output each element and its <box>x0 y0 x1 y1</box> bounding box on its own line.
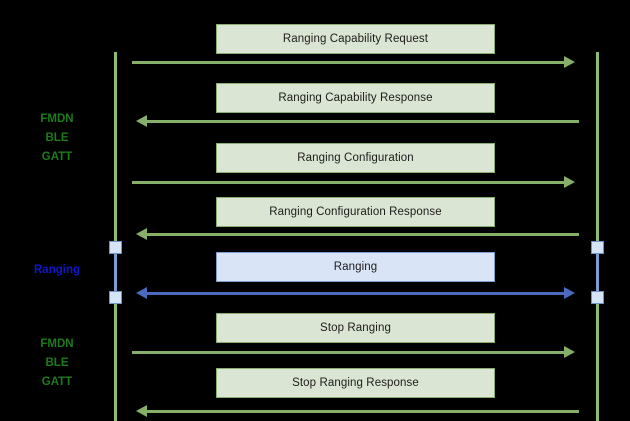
message-arrow-head-ranging-capability-response <box>136 115 147 127</box>
activation-node-left-end <box>109 291 122 304</box>
phase-label-fmdn-ble-gatt-bottom: FMDN BLE GATT <box>40 338 74 388</box>
message-box-ranging: Ranging <box>216 252 495 282</box>
activation-node-right-end <box>591 291 604 304</box>
message-arrow-head-ranging-configuration <box>564 176 575 188</box>
message-arrow-head-stop-ranging-response <box>136 405 147 417</box>
message-arrow-head-ranging-capability-request <box>564 56 575 68</box>
activation-bar-left <box>114 248 117 298</box>
message-arrow-line-ranging-configuration <box>132 181 566 184</box>
activation-node-right-start <box>591 241 604 254</box>
message-arrow-head-ranging-right <box>564 287 575 299</box>
message-arrow-head-ranging-left <box>136 287 147 299</box>
activation-bar-right <box>596 248 599 298</box>
lifeline-right <box>596 52 599 421</box>
message-arrow-head-stop-ranging <box>564 346 575 358</box>
lifeline-left <box>114 52 117 421</box>
message-arrow-line-ranging-capability-request <box>132 61 566 64</box>
message-arrow-line-ranging-capability-response <box>147 120 579 123</box>
message-arrow-head-ranging-configuration-response <box>136 228 147 240</box>
phase-label-ranging: Ranging <box>34 264 80 276</box>
message-box-ranging-configuration: Ranging Configuration <box>216 143 495 173</box>
message-box-stop-ranging: Stop Ranging <box>216 313 495 343</box>
phase-label-fmdn-ble-gatt-top: FMDN BLE GATT <box>40 113 74 163</box>
message-box-ranging-capability-request: Ranging Capability Request <box>216 24 495 54</box>
message-box-ranging-capability-response: Ranging Capability Response <box>216 83 495 113</box>
message-arrow-line-stop-ranging <box>132 351 566 354</box>
message-arrow-line-ranging-configuration-response <box>147 233 579 236</box>
message-box-stop-ranging-response: Stop Ranging Response <box>216 368 495 398</box>
message-arrow-line-stop-ranging-response <box>147 410 579 413</box>
activation-node-left-start <box>109 241 122 254</box>
message-box-ranging-configuration-response: Ranging Configuration Response <box>216 197 495 227</box>
message-arrow-line-ranging <box>147 292 565 295</box>
